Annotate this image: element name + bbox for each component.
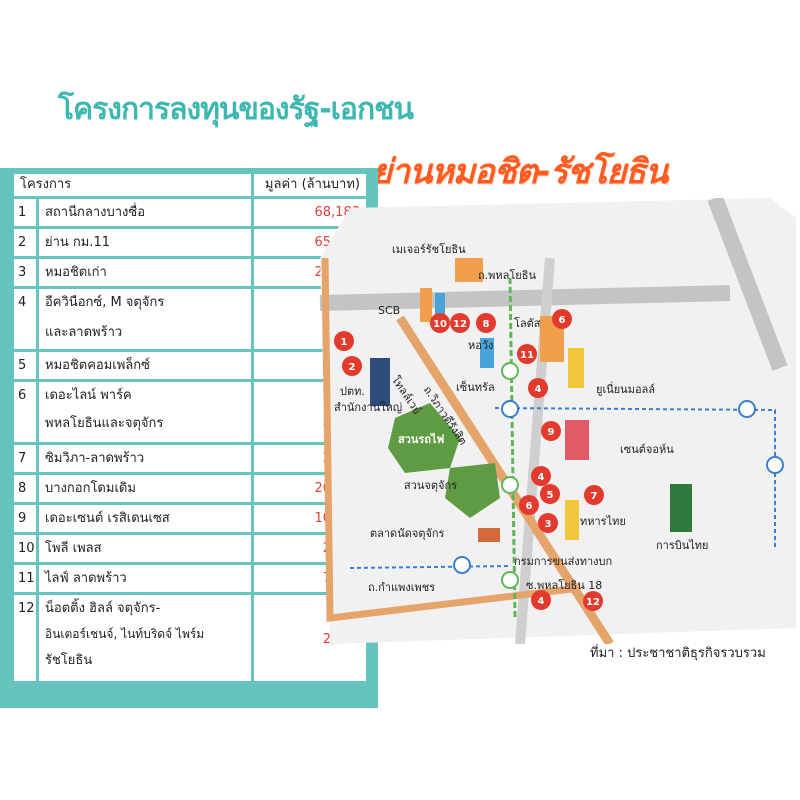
row-name: ซิมวิภา-ลาดพร้าว	[39, 445, 251, 472]
row-name: หมอชิตคอมเพล็กซ์	[39, 352, 251, 379]
label-ptt-1: ปตท.	[340, 385, 365, 398]
row-no: 2	[14, 229, 36, 256]
rail-blue	[349, 565, 511, 569]
label-railway-park: สวนรถไฟ	[398, 433, 445, 446]
label-ptt-2: สำนักงานใหญ่	[334, 401, 403, 414]
marker-label: 11	[520, 350, 534, 361]
marker-label: 5	[547, 490, 554, 501]
marker-label: 6	[559, 315, 566, 326]
row-no: 9	[14, 505, 36, 532]
label-lotus: โลตัส	[514, 317, 541, 330]
building-icon	[420, 288, 432, 322]
table-header: โครงการ มูลค่า (ล้านบาท)	[14, 174, 366, 196]
project-markers	[334, 309, 604, 611]
table-row: 10 โพลี เพลส 2,500	[14, 535, 366, 562]
title-line1: โครงการลงทุนของรัฐ-เอกชน	[58, 92, 414, 127]
marker-label: 2	[349, 362, 356, 373]
park-railway	[388, 403, 460, 473]
marker-label: 9	[548, 427, 555, 438]
marker-label: 8	[483, 319, 490, 330]
row-name: ย่าน กม.11	[39, 229, 251, 256]
row-name-line: รัชโยธิน	[45, 653, 93, 668]
area-map: 1 2 10 12 8 6 11 4 9 4 5 7 6 3 4 12	[319, 198, 796, 644]
row-no: 4	[14, 289, 36, 349]
marker-label: 3	[545, 519, 552, 530]
source-note: ที่มา : ประชาชาติธุรกิจรวบรวม	[590, 646, 766, 661]
marker-label: 4	[538, 472, 545, 483]
rail-blue	[494, 407, 776, 548]
row-no: 11	[14, 565, 36, 592]
station-icon	[453, 362, 784, 589]
label-scb: SCB	[378, 304, 401, 317]
table-row: 5 หมอชิตคอมเพล็กซ์ 6,000	[14, 352, 366, 379]
road-orange	[321, 257, 581, 622]
park-chatuchak	[445, 463, 500, 518]
header-project: โครงการ	[14, 174, 251, 196]
building-icon	[568, 348, 584, 388]
row-name: หมอชิตเก่า	[39, 259, 251, 286]
table-row: 12 น็อตติ้ง ฮิลล์ จตุจักร- อินเตอร์เชนจ์…	[14, 595, 366, 681]
row-no: 8	[14, 475, 36, 502]
marker-label: 10	[433, 319, 447, 330]
row-no: 10	[14, 535, 36, 562]
row-name-line: น็อตติ้ง ฮิลล์ จตุจักร-	[45, 601, 161, 616]
row-name: โพลี เพลส	[39, 535, 251, 562]
building-icon	[435, 293, 445, 321]
row-no: 1	[14, 199, 36, 226]
building-icon	[478, 528, 500, 542]
road-grey	[319, 285, 731, 311]
label-transport: กรมการขนส่งทางบก	[514, 555, 613, 568]
label-market: ตลาดนัดจตุจักร	[370, 527, 445, 540]
rail-green	[508, 277, 517, 619]
row-name: ไลฟ์ ลาดพร้าว	[39, 565, 251, 592]
marker-label: 12	[453, 319, 467, 330]
row-no: 7	[14, 445, 36, 472]
label-thai-airways: การบินไทย	[656, 539, 709, 552]
label-army: ทหารไทย	[580, 515, 626, 528]
row-name-line: อีควินือกซ์, M จตุจักร	[45, 295, 165, 310]
row-name-line: อินเตอร์เชนจ์, ไนท์บริดจ์ ไพร์ม	[45, 627, 205, 641]
row-no: 12	[14, 595, 36, 681]
row-name-line: พหลโยธินและจตุจักร	[45, 416, 164, 431]
label-union-mall: ยูเนี่ยนมอลล์	[596, 383, 656, 396]
row-name: เดอะไลน์ พาร์ค พหลโยธินและจตุจักร	[39, 382, 251, 442]
label-kamphaengphet: ถ.กำแพงเพชร	[368, 581, 436, 594]
header-value: มูลค่า (ล้านบาท)	[254, 174, 366, 196]
row-name: อีควินือกซ์, M จตุจักร และลาดพร้าว	[39, 289, 251, 349]
row-name-line: เดอะไลน์ พาร์ค	[45, 388, 132, 403]
table-row: 1 สถานีกลางบางซื่อ 68,183	[14, 199, 366, 226]
label-chatuchak-park: สวนจตุจักร	[404, 479, 458, 492]
building-icon	[455, 258, 483, 282]
road-grey	[707, 198, 788, 371]
building-icon	[565, 420, 589, 460]
building-icon	[370, 358, 390, 406]
building-icon	[670, 484, 692, 532]
row-no: 3	[14, 259, 36, 286]
row-name-line: และลาดพร้าว	[45, 325, 123, 340]
table-row: 9 เดอะเซนต์ เรสิเดนเซส 10,000	[14, 505, 366, 532]
row-name: น็อตติ้ง ฮิลล์ จตุจักร- อินเตอร์เชนจ์, ไ…	[39, 595, 251, 681]
label-central: เซ็นทรัล	[456, 381, 495, 394]
label-howang: หอวัง	[468, 339, 494, 352]
row-no: 6	[14, 382, 36, 442]
building-icon	[480, 338, 494, 368]
label-st-john: เซนต์จอห์น	[620, 443, 674, 456]
marker-label: 6	[526, 501, 533, 512]
marker-label: 4	[538, 596, 545, 607]
marker-label: 7	[591, 491, 598, 502]
table-row: 4 อีควินือกซ์, M จตุจักร และลาดพร้าว 9,5…	[14, 289, 366, 349]
label-major: เมเจอร์รัชโยธิน	[392, 243, 466, 256]
row-name: เดอะเซนต์ เรสิเดนเซส	[39, 505, 251, 532]
label-soi18: ซ.พหลโยธิน 18	[526, 579, 603, 592]
building-icon	[565, 500, 579, 540]
title-line2: ย่านหมอชิต-รัชโยธิน	[372, 152, 668, 192]
row-no: 5	[14, 352, 36, 379]
marker-label: 1	[341, 337, 348, 348]
row-name: สถานีกลางบางซื่อ	[39, 199, 251, 226]
label-phahon: ถ.พหลโยธิน	[478, 269, 536, 282]
marker-label: 4	[535, 384, 542, 395]
row-name: บางกอกโดมเดิม	[39, 475, 251, 502]
marker-label: 12	[586, 597, 600, 608]
